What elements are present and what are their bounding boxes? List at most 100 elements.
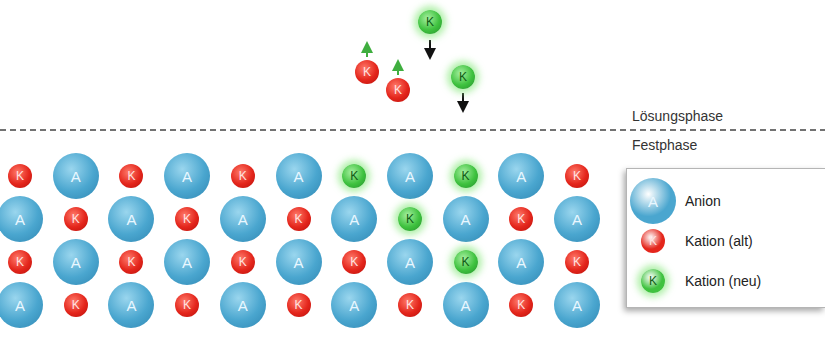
old-cation-circle: K: [8, 164, 32, 188]
anion-circle: A: [0, 196, 43, 242]
ion-letter: K: [16, 256, 24, 268]
old-cation-circle: K: [355, 60, 379, 84]
old-cation-circle: K: [509, 293, 533, 317]
old-cation-circle: K: [175, 293, 199, 317]
ion-letter: K: [127, 256, 135, 268]
ion-letter: K: [16, 170, 24, 182]
anion-circle: A: [276, 153, 322, 199]
anion-circle: A: [108, 196, 154, 242]
new-cation-circle: K: [398, 207, 422, 231]
ion-letter: K: [294, 299, 302, 311]
ion-letter: A: [15, 298, 25, 313]
down-arrow: [429, 40, 431, 54]
up-arrow: [397, 65, 399, 75]
ion-letter: A: [572, 298, 582, 313]
ion-letter: K: [127, 170, 135, 182]
ion-letter: K: [517, 213, 525, 225]
ion-letter: K: [363, 66, 371, 78]
up-arrow: [366, 47, 368, 57]
legend-text: Kation (neu): [685, 273, 761, 289]
anion-circle: A: [387, 239, 433, 285]
ion-letter: K: [72, 299, 80, 311]
ion-letter: A: [238, 298, 248, 313]
new-cation-circle: K: [454, 250, 478, 274]
ion-letter: A: [126, 298, 136, 313]
ion-letter: A: [516, 169, 526, 184]
ion-letter: A: [71, 169, 81, 184]
anion-circle: A: [554, 282, 600, 328]
old-cation-circle: K: [64, 293, 88, 317]
anion-circle: A: [164, 239, 210, 285]
anion-circle: A: [387, 153, 433, 199]
anion-circle: A: [220, 196, 266, 242]
old-cation-circle: K: [287, 293, 311, 317]
ion-letter: K: [459, 71, 467, 83]
ion-letter: K: [517, 299, 525, 311]
old-cation-circle: K: [64, 207, 88, 231]
old-cation-circle: K: [175, 207, 199, 231]
ion-letter: A: [461, 212, 471, 227]
ion-letter: K: [239, 170, 247, 182]
ion-letter: A: [572, 212, 582, 227]
anion-circle: A: [108, 282, 154, 328]
phase-boundary: [0, 129, 825, 131]
legend-box: AAnionKKation (alt)KKation (neu): [626, 168, 825, 308]
ion-letter: A: [15, 212, 25, 227]
anion-circle: A: [498, 153, 544, 199]
phase-label: Festphase: [632, 137, 697, 153]
ion-letter: A: [71, 255, 81, 270]
legend-swatch: K: [641, 269, 665, 293]
old-cation-circle: K: [342, 250, 366, 274]
ion-letter: K: [573, 256, 581, 268]
ion-letter: A: [461, 298, 471, 313]
anion-circle: A: [53, 239, 99, 285]
ion-letter: K: [72, 213, 80, 225]
old-cation-circle: K: [287, 207, 311, 231]
ion-letter: K: [350, 170, 358, 182]
anion-circle: A: [554, 196, 600, 242]
old-cation-circle: K: [398, 293, 422, 317]
ion-letter: K: [350, 256, 358, 268]
anion-circle: A: [220, 282, 266, 328]
anion-circle: A: [498, 239, 544, 285]
ion-letter: K: [294, 213, 302, 225]
ion-letter: K: [394, 84, 402, 96]
phase-label: Lösungsphase: [632, 108, 723, 124]
new-cation-circle: K: [454, 164, 478, 188]
legend-letter: K: [649, 235, 657, 247]
ion-letter: K: [183, 299, 191, 311]
ion-letter: K: [239, 256, 247, 268]
old-cation-circle: K: [119, 250, 143, 274]
anion-circle: A: [331, 196, 377, 242]
anion-circle: A: [276, 239, 322, 285]
new-cation-circle: K: [342, 164, 366, 188]
ion-letter: A: [126, 212, 136, 227]
old-cation-circle: K: [565, 164, 589, 188]
old-cation-circle: K: [8, 250, 32, 274]
old-cation-circle: K: [119, 164, 143, 188]
new-cation-circle: K: [451, 65, 475, 89]
old-cation-circle: K: [565, 250, 589, 274]
legend-swatch: K: [641, 229, 665, 253]
ion-letter: A: [405, 255, 415, 270]
new-cation-circle: K: [418, 10, 442, 34]
ion-letter: A: [238, 212, 248, 227]
ion-letter: A: [516, 255, 526, 270]
ion-letter: A: [349, 212, 359, 227]
ion-letter: A: [349, 298, 359, 313]
legend-letter: K: [649, 275, 657, 287]
ion-letter: A: [182, 169, 192, 184]
ion-letter: A: [182, 255, 192, 270]
old-cation-circle: K: [509, 207, 533, 231]
anion-circle: A: [443, 282, 489, 328]
ion-letter: K: [183, 213, 191, 225]
anion-circle: A: [331, 282, 377, 328]
ion-letter: K: [406, 213, 414, 225]
legend-text: Anion: [685, 193, 721, 209]
anion-circle: A: [443, 196, 489, 242]
old-cation-circle: K: [231, 164, 255, 188]
down-arrow: [462, 93, 464, 107]
ion-letter: K: [462, 170, 470, 182]
ion-letter: A: [405, 169, 415, 184]
ion-letter: A: [293, 255, 303, 270]
